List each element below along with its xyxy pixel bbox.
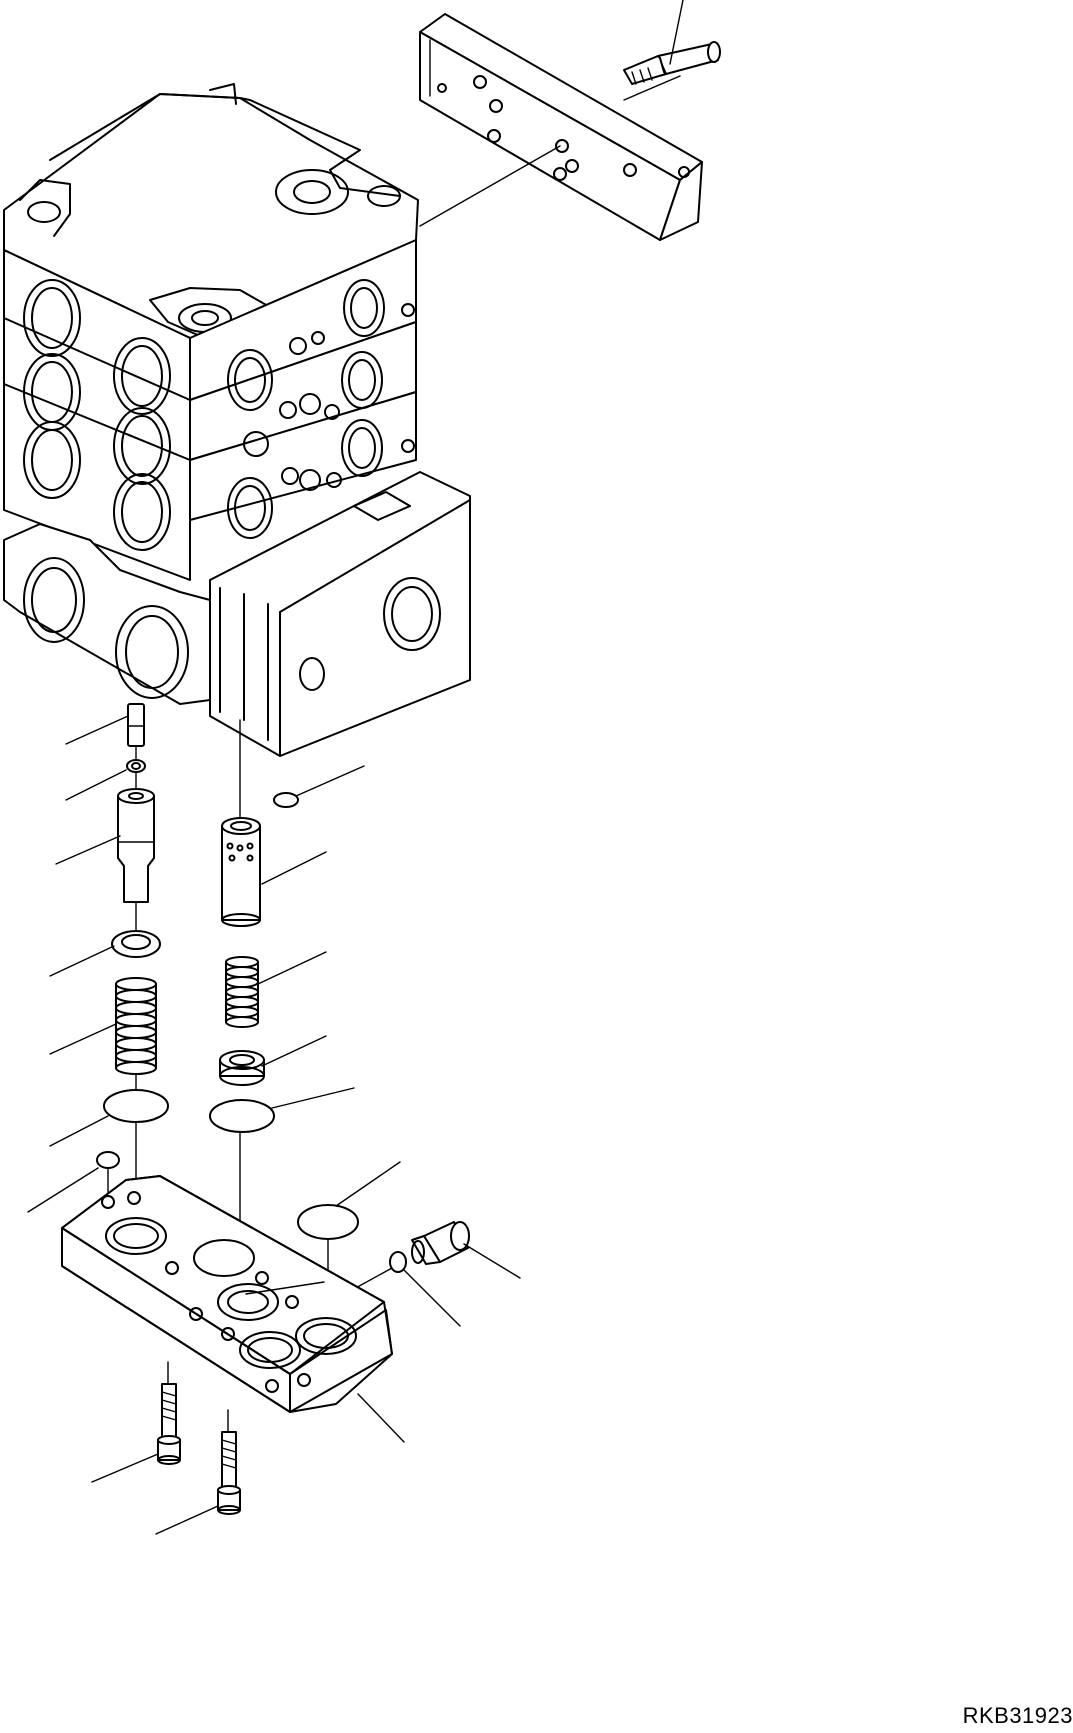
collar-icon	[219, 1050, 265, 1086]
small-o-ring-icon	[126, 759, 146, 773]
figure-reference-code: RKB31923	[962, 1703, 1073, 1728]
o-ring-icon	[103, 1089, 169, 1123]
top-mounting-bracket-icon	[419, 13, 703, 241]
leader-line	[351, 1267, 393, 1291]
small-o-ring-icon	[273, 792, 299, 808]
leader-line	[155, 1505, 219, 1535]
small-o-ring-icon	[389, 1251, 407, 1273]
leader-line	[91, 1453, 159, 1483]
o-ring-icon	[297, 1204, 359, 1240]
pilot-pin-icon	[127, 703, 145, 747]
leader-line	[335, 1161, 401, 1207]
leader-line	[463, 1243, 521, 1279]
leader-line	[669, 0, 684, 65]
control-valve-body-icon	[3, 83, 471, 757]
small-o-ring-icon	[96, 1151, 120, 1169]
leader-line	[357, 1393, 405, 1443]
leader-line	[65, 715, 129, 745]
leader-line	[261, 851, 327, 885]
plug-icon	[411, 1221, 470, 1265]
bracket-bolt-icon	[623, 41, 721, 85]
leader-line	[49, 1115, 109, 1147]
leader-line	[49, 945, 115, 977]
large-spring-icon	[115, 977, 157, 1075]
leader-line	[295, 765, 365, 797]
leader-line	[245, 1281, 325, 1295]
leader-line	[257, 951, 327, 985]
leader-line	[261, 1035, 327, 1067]
small-spring-icon	[225, 956, 259, 1028]
spring-seat-icon	[111, 930, 161, 958]
leader-line	[65, 769, 127, 801]
leader-line	[27, 1167, 99, 1213]
leader-line	[419, 145, 561, 227]
leader-line	[271, 1087, 355, 1109]
leader-line	[55, 835, 121, 865]
o-ring-icon	[209, 1099, 275, 1133]
leader-line	[623, 75, 681, 101]
cover-plate-icon	[61, 1175, 393, 1413]
valve-spool-icon	[117, 788, 155, 903]
socket-bolt-icon	[157, 1383, 181, 1465]
leader-line	[49, 1023, 117, 1055]
perforated-sleeve-icon	[221, 817, 261, 927]
socket-bolt-icon	[217, 1431, 241, 1515]
leader-line	[403, 1269, 461, 1327]
